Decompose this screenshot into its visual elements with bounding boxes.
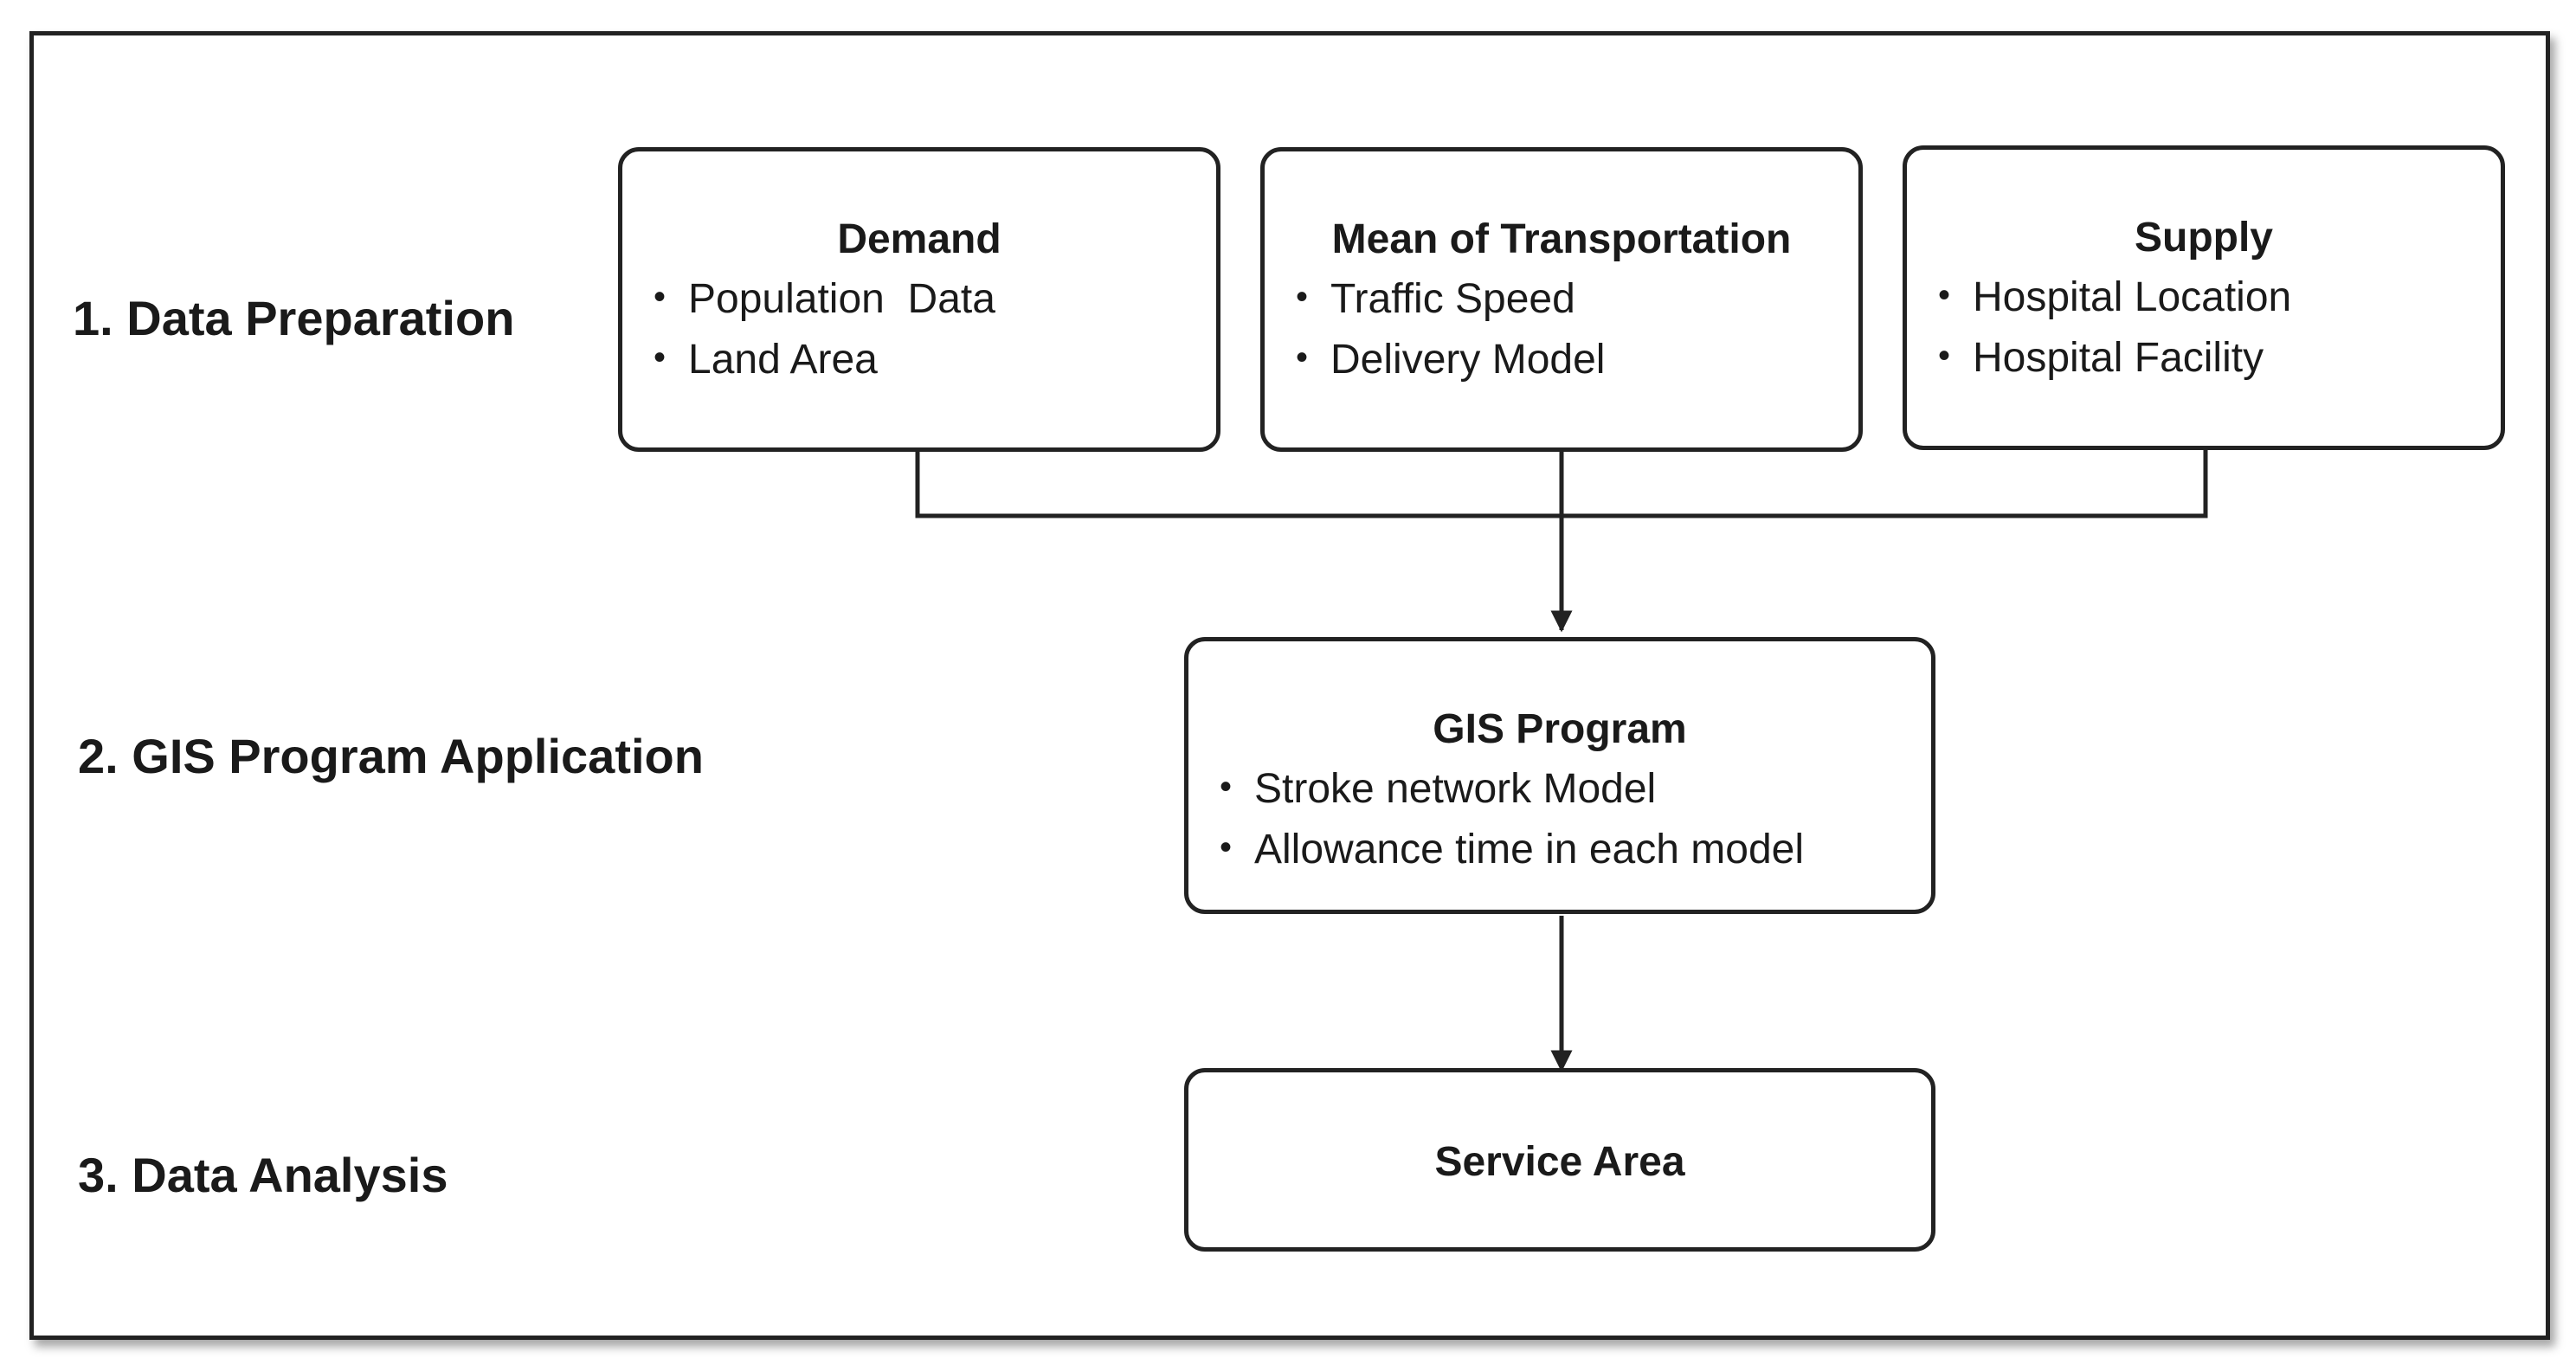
transportation-item-traffic-speed: Traffic Speed <box>1296 269 1605 330</box>
gis-program-item-allowance-time: Allowance time in each model <box>1220 820 1804 880</box>
gis-program-item-stroke-network-model: Stroke network Model <box>1220 759 1804 820</box>
service-area-title: Service Area <box>1434 1139 1685 1185</box>
supply-item-hospital-facility: Hospital Facility <box>1938 328 2291 389</box>
transportation-item-delivery-model: Delivery Model <box>1296 330 1605 390</box>
gis-program-title: GIS Program <box>1433 706 1687 752</box>
demand-box: Demand Population Data Land Area <box>618 147 1220 452</box>
stage-label-gis-program-application: 2. GIS Program Application <box>78 729 704 783</box>
stage-label-data-analysis: 3. Data Analysis <box>78 1148 448 1202</box>
stage-label-data-preparation: 1. Data Preparation <box>73 291 515 345</box>
supply-box: Supply Hospital Location Hospital Facili… <box>1903 145 2505 450</box>
transportation-items: Traffic Speed Delivery Model <box>1296 269 1605 390</box>
demand-item-population-data: Population Data <box>654 269 995 330</box>
gis-program-box: GIS Program Stroke network Model Allowan… <box>1184 637 1935 914</box>
transportation-box: Mean of Transportation Traffic Speed Del… <box>1260 147 1863 452</box>
demand-item-land-area: Land Area <box>654 330 995 390</box>
gis-program-items: Stroke network Model Allowance time in e… <box>1220 759 1804 880</box>
supply-item-hospital-location: Hospital Location <box>1938 267 2291 328</box>
supply-items: Hospital Location Hospital Facility <box>1938 267 2291 389</box>
demand-title: Demand <box>837 216 1001 262</box>
demand-items: Population Data Land Area <box>654 269 995 390</box>
transportation-title: Mean of Transportation <box>1331 216 1792 262</box>
supply-title: Supply <box>2134 215 2273 261</box>
service-area-box: Service Area <box>1184 1068 1935 1252</box>
